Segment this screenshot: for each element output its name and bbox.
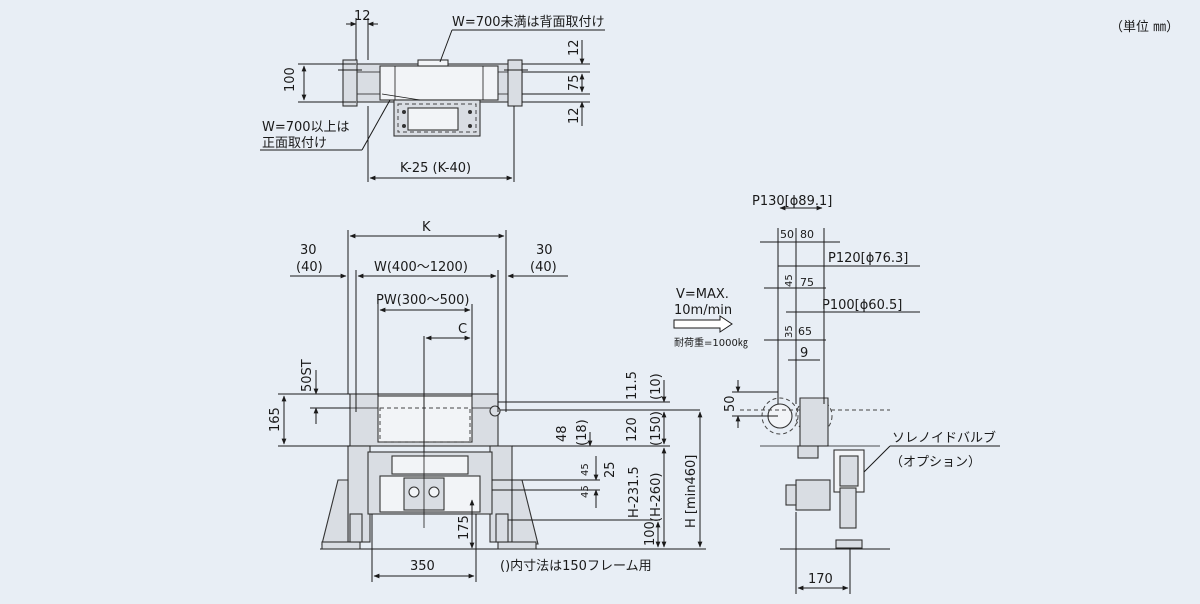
top-note-back-mount: W=700未満は背面取付け xyxy=(452,15,605,30)
front-dim-45b: 45 xyxy=(580,485,591,498)
top-bracket-left xyxy=(342,59,358,107)
front-dim-175: 175 xyxy=(457,515,472,540)
speed-line2: 10m/min xyxy=(674,303,732,318)
front-dim-h: H [min460] xyxy=(684,455,699,528)
side-solenoid-1: ソレノイドバルブ xyxy=(892,430,996,446)
top-note-front-mount-2: 正面取付け xyxy=(262,136,327,151)
side-p120: P120[ϕ76.3] xyxy=(828,251,908,266)
speed-load: 耐荷重=1000㎏ xyxy=(674,336,748,349)
side-d50: 50 xyxy=(780,228,794,241)
front-dim-25: 25 xyxy=(603,461,618,478)
top-dim-k25: K-25 (K-40) xyxy=(400,161,471,176)
top-bracket-right xyxy=(507,59,523,107)
unit-note: （単位 ㎜） xyxy=(1110,19,1179,35)
speed-line1: V=MAX. xyxy=(676,287,729,302)
side-d9: 9 xyxy=(800,346,808,361)
side-p130: P130[ϕ89.1] xyxy=(752,194,832,209)
top-dim-12-bottom: 12 xyxy=(567,107,582,124)
side-d75: 75 xyxy=(800,276,814,289)
front-dim-40-left: (40) xyxy=(296,260,323,275)
front-dim-h260: (H-260) xyxy=(649,473,664,522)
top-dim-100: 100 xyxy=(283,67,298,92)
direction-arrow-icon xyxy=(673,315,733,333)
front-dim-18: (18) xyxy=(575,419,590,446)
side-d50-left: 50 xyxy=(723,395,738,412)
front-dim-150: (150) xyxy=(649,411,664,446)
top-fitting xyxy=(417,59,449,67)
front-dim-350: 350 xyxy=(410,559,435,574)
top-note-front-mount-1: W=700以上は xyxy=(262,120,350,135)
front-dim-30-left: 30 xyxy=(300,243,317,258)
top-dim-12-top: 12 xyxy=(567,39,582,56)
side-d80: 80 xyxy=(800,228,814,241)
front-dim-11-5: 11.5 xyxy=(625,371,640,400)
side-frame xyxy=(799,397,829,447)
front-dim-40-right: (40) xyxy=(530,260,557,275)
side-p100: P100[ϕ60.5] xyxy=(822,298,902,313)
side-d35: 35 xyxy=(784,325,795,338)
front-dim-w: W(400～1200) xyxy=(374,260,468,275)
front-dim-30-right: 30 xyxy=(536,243,553,258)
side-d45: 45 xyxy=(784,274,795,287)
front-dim-50st: 50ST xyxy=(300,359,315,392)
top-dim-12-left: 12 xyxy=(354,9,371,24)
speed-note: V=MAX. 10m/min 耐荷重=1000㎏ xyxy=(673,287,748,349)
side-solenoid-2: （オプション） xyxy=(890,455,981,470)
side-cylinder xyxy=(795,479,831,511)
front-leg-left xyxy=(321,479,349,545)
side-d170: 170 xyxy=(808,572,833,587)
front-dim-c: C xyxy=(458,322,467,337)
front-dim-45a: 45 xyxy=(580,463,591,476)
front-dim-165: 165 xyxy=(268,407,283,432)
side-d65: 65 xyxy=(798,325,812,338)
front-dim-pw: PW(300～500) xyxy=(376,293,469,308)
front-view: K W(400～1200) 30 (40) 30 (40) PW(300～500… xyxy=(268,220,706,582)
front-dim-100: 100 xyxy=(643,521,658,546)
front-dim-k: K xyxy=(422,220,431,235)
top-beam-center xyxy=(379,65,499,101)
top-view: 12 W=700未満は背面取付け 100 12 75 12 W=700以上は 正… xyxy=(260,9,605,182)
top-dim-75: 75 xyxy=(567,74,582,91)
front-dim-120: 120 xyxy=(625,417,640,442)
front-dim-48: 48 xyxy=(555,425,570,442)
front-dim-h2315: H-231.5 xyxy=(627,466,642,518)
side-view: P130[ϕ89.1] 50 80 P120[ϕ76.3] 45 75 P100… xyxy=(723,194,1000,594)
front-note-frame: ()内寸法は150フレーム用 xyxy=(500,558,652,574)
front-dim-10: (10) xyxy=(649,373,664,400)
